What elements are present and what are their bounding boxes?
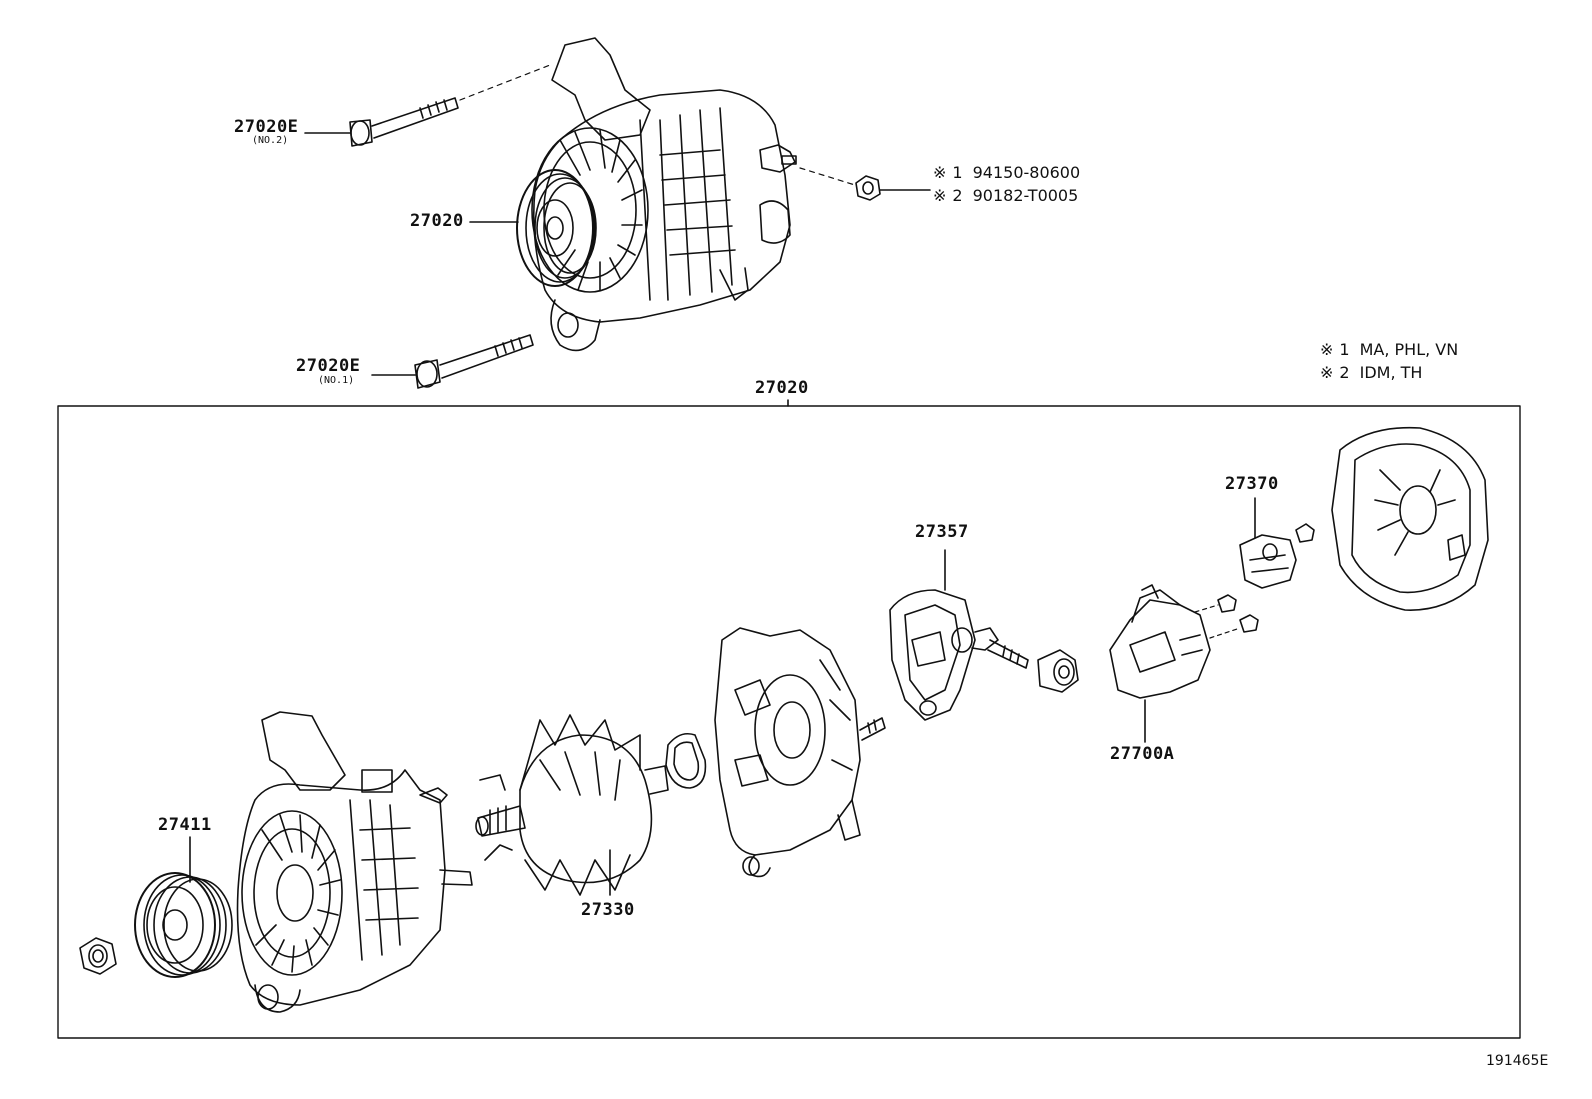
pulley-illustration[interactable] (134, 872, 233, 978)
note-mark-icon: ※ (1320, 363, 1334, 382)
label-rotor[interactable]: 27330 (581, 900, 635, 920)
label-rectifier[interactable]: 27357 (915, 522, 969, 542)
note-mark-icon: ※ (933, 186, 947, 205)
leader-screw-dashed-1 (1194, 604, 1219, 613)
nut-note-2-index: 2 (952, 186, 963, 205)
terminal-insulator-illustration[interactable] (1037, 649, 1079, 693)
nut-note-1: ※ 1 94150-80600 (933, 163, 1080, 182)
market-note-2-index: 2 (1339, 363, 1350, 382)
regulator-screw-illustration[interactable] (1217, 523, 1315, 633)
drive-end-frame-illustration[interactable] (236, 711, 473, 1013)
label-bolt-no2-sub: (NO.2) (252, 135, 289, 146)
exploded-assembly-frame (57, 405, 1521, 1039)
terminal-nut-illustration[interactable] (855, 175, 881, 201)
label-terminal-insulator[interactable]: 27370 (1225, 474, 1279, 494)
insulator-bracket-illustration[interactable] (1239, 534, 1297, 589)
label-assembly[interactable]: 27020 (755, 378, 809, 398)
nut-note-1-part[interactable]: 94150-80600 (972, 163, 1081, 182)
rear-end-cover-illustration[interactable] (1331, 426, 1489, 611)
label-alternator-top[interactable]: 27020 (410, 211, 464, 231)
bearing-seal-ring-illustration[interactable] (665, 732, 707, 789)
market-note-1: ※ 1 MA, PHL, VN (1320, 340, 1458, 359)
bolt-no2-illustration[interactable] (349, 97, 459, 147)
diagram-id: 191465E (1486, 1053, 1549, 1069)
bolt-no1-illustration[interactable] (414, 334, 534, 389)
rotor-illustration[interactable] (475, 714, 669, 896)
label-bolt-no1[interactable]: 27020E (296, 356, 361, 376)
pulley-nut-illustration[interactable] (79, 937, 117, 975)
regulator-illustration[interactable] (1109, 584, 1211, 699)
alternator-assembled-illustration[interactable] (516, 37, 797, 352)
nut-note-2: ※ 2 90182-T0005 (933, 186, 1078, 205)
label-regulator[interactable]: 27700A (1110, 744, 1175, 764)
nut-note-2-part[interactable]: 90182-T0005 (972, 186, 1079, 205)
nut-note-1-index: 1 (952, 163, 963, 182)
leader-bolt-no2-dashed (459, 64, 551, 101)
market-note-2-markets: IDM, TH (1359, 363, 1423, 382)
note-mark-icon: ※ (1320, 340, 1334, 359)
label-bolt-no1-sub: (NO.1) (318, 375, 355, 386)
market-note-2: ※ 2 IDM, TH (1320, 363, 1422, 382)
rectifier-illustration[interactable] (889, 589, 1029, 721)
market-note-1-index: 1 (1339, 340, 1350, 359)
note-mark-icon: ※ (933, 163, 947, 182)
label-pulley[interactable]: 27411 (158, 815, 212, 835)
label-bolt-no2[interactable]: 27020E (234, 117, 299, 137)
leader-nut-dashed (799, 167, 856, 186)
leader-screw-dashed-2 (1209, 627, 1241, 639)
market-note-1-markets: MA, PHL, VN (1359, 340, 1459, 359)
rectifier-end-frame-illustration[interactable] (714, 627, 886, 878)
